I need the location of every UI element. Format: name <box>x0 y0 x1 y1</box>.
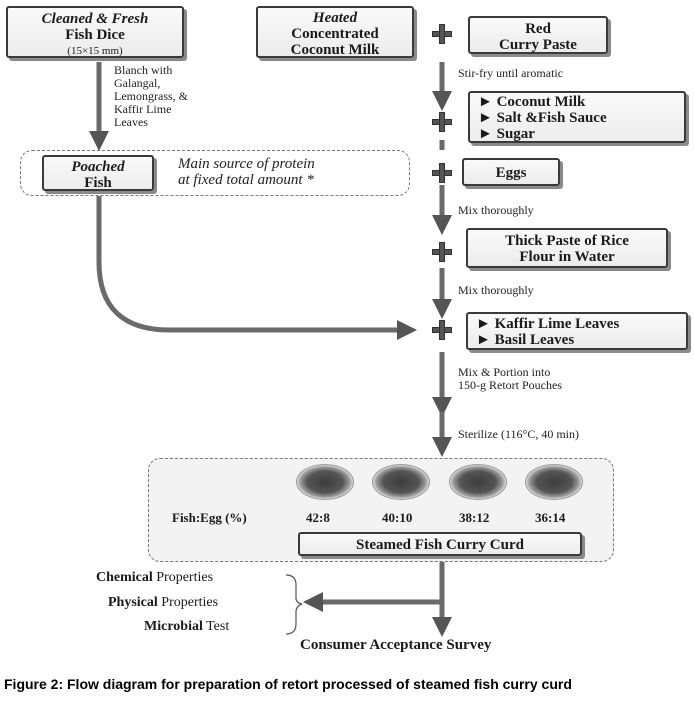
rice-paste-box: Thick Paste of Rice Flour in Water <box>466 228 668 268</box>
analysis-rest: Test <box>202 619 230 634</box>
ratio-label: Fish:Egg (%) <box>172 510 247 525</box>
coconut-milk-box: Heated Concentrated Coconut Milk <box>256 6 414 58</box>
ratio-value: 40:10 <box>382 510 413 525</box>
product-label: Steamed Fish Curry Curd <box>356 537 524 553</box>
protein-note: Main source of protein at fixed total am… <box>178 156 315 188</box>
curd-sample-image <box>449 464 507 500</box>
ratio-value: 36:14 <box>535 510 566 525</box>
addition-item: ► Basil Leaves <box>476 332 575 348</box>
blanch-note: Blanch with Galangal, Lemongrass, & Kaff… <box>114 64 188 129</box>
survey-text: Consumer Acceptance Survey <box>300 637 492 653</box>
poached-line2: Fish <box>84 175 112 191</box>
arrow-poached-to-mix <box>96 196 417 340</box>
analysis-chemical: Chemical Properties <box>96 570 213 586</box>
analysis-rest: Properties <box>157 595 219 610</box>
plus-icon <box>432 242 452 262</box>
portion-line: Mix & Portion into <box>458 365 551 379</box>
poached-group <box>20 150 410 196</box>
analysis-physical: Physical Properties <box>108 595 218 611</box>
figure-caption: Figure 2: Flow diagram for preparation o… <box>4 676 572 692</box>
curd-sample-image <box>372 464 430 500</box>
eggs-label: Eggs <box>495 165 527 181</box>
blanch-line: Lemongrass, & <box>114 89 188 103</box>
analysis-microbial: Microbial Test <box>144 619 229 635</box>
coconut-line1: Heated <box>312 10 358 26</box>
protein-line1: Main source of protein <box>178 156 315 172</box>
survey-label: Consumer Acceptance Survey <box>300 637 491 654</box>
fish-dice-line1: Cleaned & Fresh <box>41 11 149 27</box>
plus-icon <box>432 163 452 183</box>
addition-item: ► Salt &Fish Sauce <box>478 110 607 126</box>
addition-item: ► Sugar <box>478 126 535 142</box>
stir-fry-note: Stir-fry until aromatic <box>458 66 564 80</box>
protein-line2: at fixed total amount * <box>178 172 314 188</box>
plus-icon <box>432 320 452 340</box>
analyses-brace <box>285 574 303 635</box>
blanch-line: Kaffir Lime <box>114 102 172 116</box>
addition-item: ► Coconut Milk <box>478 94 586 110</box>
additions-box-2: ► Kaffir Lime Leaves ► Basil Leaves <box>466 312 688 350</box>
blanch-line: Galangal, <box>114 76 161 90</box>
curry-line2: Curry Paste <box>499 37 577 53</box>
poached-line1: Poached <box>71 159 125 175</box>
ratio-value: 42:8 <box>306 510 330 525</box>
coconut-line2: Concentrated <box>291 26 379 42</box>
analysis-bold: Chemical <box>96 570 153 585</box>
ratio-value: 38:12 <box>459 510 490 525</box>
fish-dice-size: (15×15 mm) <box>67 45 123 57</box>
blanch-line: Leaves <box>114 115 148 129</box>
addition-item: ► Kaffir Lime Leaves <box>476 316 620 332</box>
rice-line2: Flour in Water <box>519 249 615 265</box>
curry-line1: Red <box>525 21 551 37</box>
mix-note-1: Mix thoroughly <box>458 203 534 217</box>
sterilize-note: Sterilize (116°C, 40 min) <box>458 427 580 441</box>
plus-icon <box>432 112 452 132</box>
rice-line1: Thick Paste of Rice <box>505 233 629 249</box>
analysis-bold: Physical <box>108 595 158 610</box>
blanch-line: Blanch with <box>114 63 173 77</box>
additions-box-1: ► Coconut Milk ► Salt &Fish Sauce ► Suga… <box>468 91 686 143</box>
analysis-rest: Properties <box>152 570 214 585</box>
coconut-line3: Coconut Milk <box>290 42 380 58</box>
curd-sample-image <box>296 464 354 500</box>
fish-dice-line2: Fish Dice <box>65 27 125 43</box>
mix-note-2: Mix thoroughly <box>458 283 534 297</box>
curd-sample-image <box>525 464 583 500</box>
plus-icon <box>432 24 452 44</box>
poached-fish-box: Poached Fish <box>42 155 154 191</box>
portion-note: Mix & Portion into 150-g Retort Pouches <box>458 366 562 392</box>
product-box: Steamed Fish Curry Curd <box>298 532 582 556</box>
fish-dice-box: Cleaned & Fresh Fish Dice (15×15 mm) <box>6 6 184 58</box>
portion-line: 150-g Retort Pouches <box>458 378 562 392</box>
analysis-bold: Microbial <box>144 619 203 634</box>
eggs-box: Eggs <box>462 158 560 186</box>
red-curry-paste-box: Red Curry Paste <box>468 16 608 54</box>
